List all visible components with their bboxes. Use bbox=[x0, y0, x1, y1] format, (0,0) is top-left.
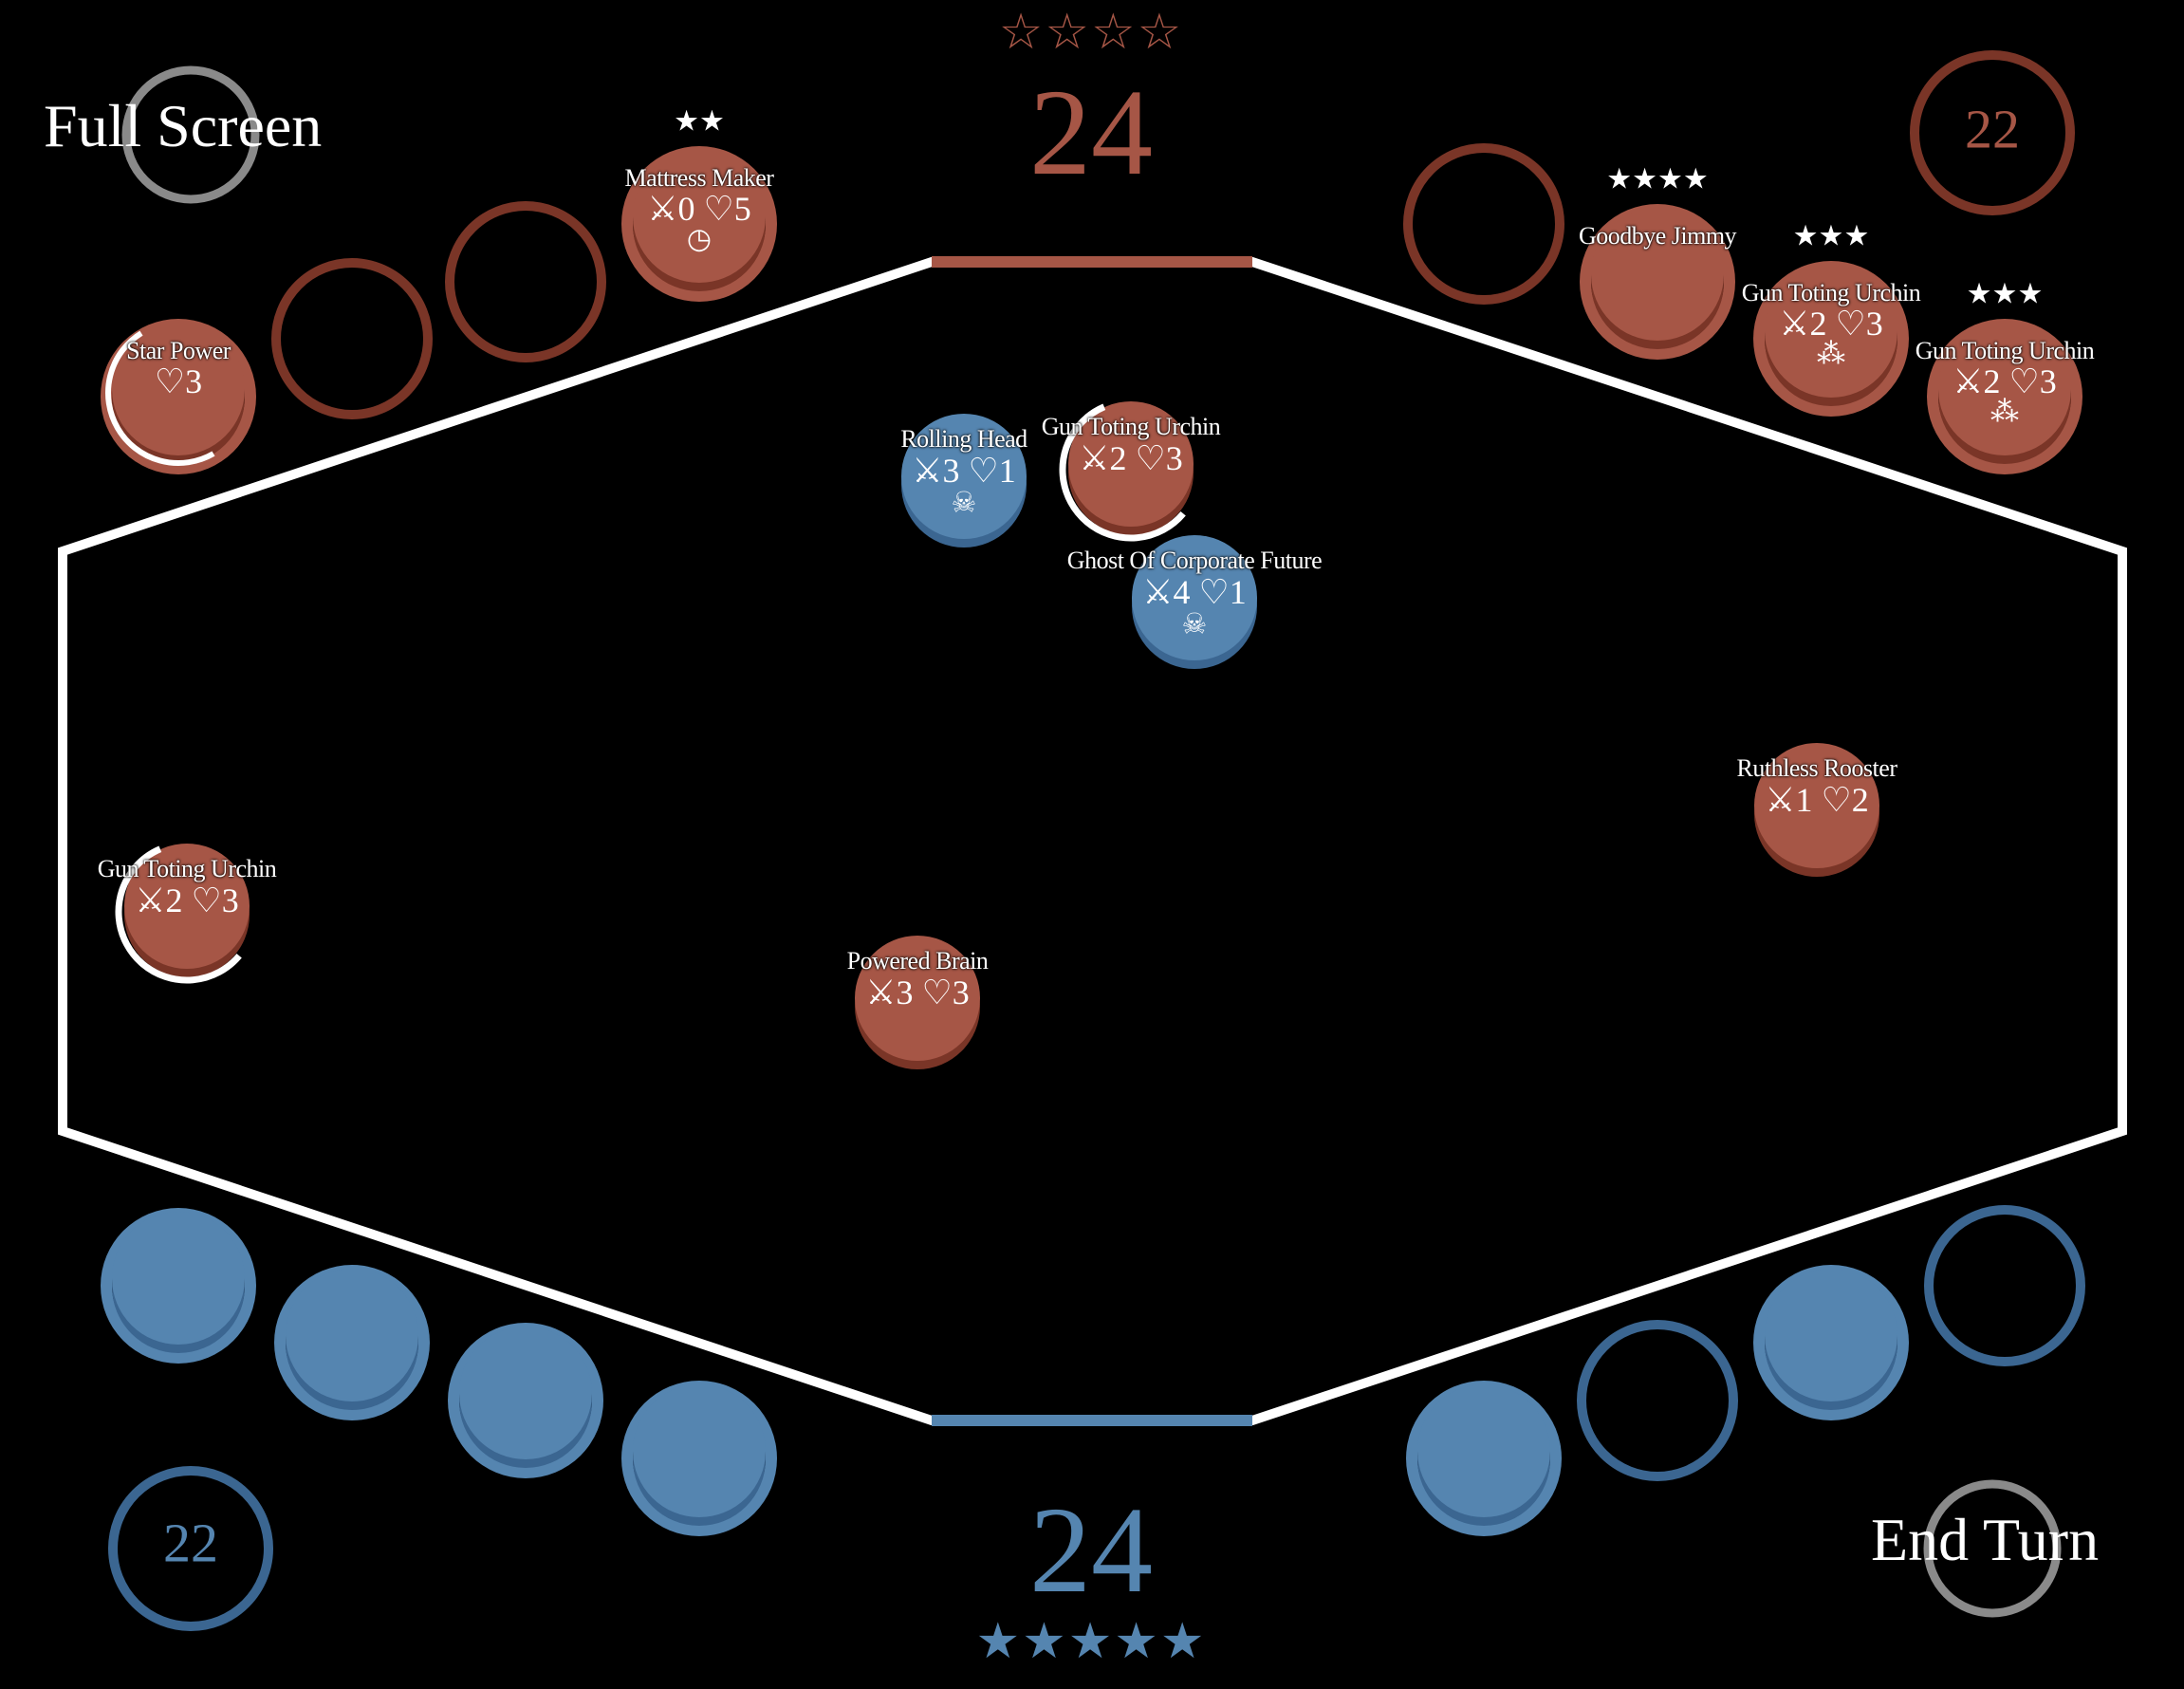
unit-skull-icon: ☠ bbox=[1181, 608, 1208, 640]
card-stars: ★★★ bbox=[1966, 278, 2044, 310]
card-ability-icon: ⁂ bbox=[1990, 396, 2019, 428]
unit-name: Gun Toting Urchin bbox=[1041, 413, 1221, 440]
card-ability-icon: ◷ bbox=[686, 223, 713, 255]
opponent-hand-slot-3[interactable] bbox=[445, 201, 606, 362]
board-unit-4[interactable] bbox=[1754, 743, 1879, 877]
unit-name: Ruthless Rooster bbox=[1736, 754, 1897, 782]
unit-name: Rolling Head bbox=[900, 425, 1027, 453]
player-hand-slot-1[interactable] bbox=[112, 1212, 245, 1353]
player-mana: 22 bbox=[163, 1512, 218, 1574]
card-name: Gun Toting Urchin bbox=[1915, 337, 2095, 364]
player-health: 24 bbox=[1029, 1482, 1153, 1619]
card-stats: ⚔2 ♡3 bbox=[1953, 362, 2057, 400]
unit-stats: ⚔2 ♡3 bbox=[135, 882, 239, 919]
opponent-mana-ring bbox=[1910, 50, 2075, 215]
board-unit-6[interactable] bbox=[855, 936, 980, 1069]
card-stars: ★★★ bbox=[1792, 220, 1870, 252]
full-screen-ring[interactable] bbox=[121, 65, 260, 204]
card-stars: ★★★★ bbox=[1606, 163, 1709, 195]
unit-skull-icon: ☠ bbox=[951, 487, 977, 519]
opponent-hand-slot-2[interactable] bbox=[271, 258, 433, 419]
card-name: Gun Toting Urchin bbox=[1741, 279, 1921, 306]
card-ability-icon: ⁂ bbox=[1817, 338, 1845, 370]
unit-stats: ⚔4 ♡1 bbox=[1142, 573, 1247, 611]
unit-stats: ⚔3 ♡1 bbox=[912, 452, 1016, 490]
card-stats: ⚔2 ♡3 bbox=[1779, 305, 1883, 343]
card-name: Mattress Maker bbox=[624, 164, 774, 192]
unit-name: Powered Brain bbox=[846, 947, 989, 974]
opponent-hand-slot-8[interactable] bbox=[1938, 323, 2071, 464]
player-mana-ring bbox=[108, 1466, 273, 1631]
board-unit-5[interactable] bbox=[91, 816, 284, 1009]
card-stars: ★★ bbox=[674, 105, 725, 138]
opponent-hand-slot-6[interactable] bbox=[1591, 208, 1724, 349]
end-turn-button[interactable]: End Turn bbox=[1871, 1506, 2100, 1573]
card-stats: ⚔0 ♡5 bbox=[647, 190, 751, 228]
unit-stats: ⚔3 ♡3 bbox=[865, 974, 970, 1012]
player-hand-slot-3[interactable] bbox=[459, 1327, 592, 1468]
full-screen-button[interactable]: Full Screen bbox=[44, 92, 323, 159]
board-unit-1[interactable] bbox=[901, 414, 1027, 548]
player-hand-slot-6[interactable] bbox=[1577, 1320, 1738, 1481]
board-unit-2[interactable] bbox=[1035, 374, 1228, 566]
unit-name: Ghost Of Corporate Future bbox=[1066, 547, 1323, 574]
player-hand-slot-2[interactable] bbox=[286, 1269, 418, 1410]
player-hand-slot-8[interactable] bbox=[1924, 1205, 2085, 1366]
end-turn-ring[interactable] bbox=[1923, 1479, 2062, 1618]
player-rating-stars: ★★★★★ bbox=[975, 1615, 1207, 1669]
opponent-rating-stars: ☆☆☆☆ bbox=[998, 6, 1184, 60]
opponent-hand-slot-4[interactable] bbox=[633, 150, 766, 291]
opponent-hand-slot-1[interactable] bbox=[83, 297, 274, 489]
player-hand-slot-7[interactable] bbox=[1765, 1269, 1897, 1410]
unit-stats: ⚔2 ♡3 bbox=[1079, 439, 1183, 477]
opponent-hand-slot-5[interactable] bbox=[1403, 143, 1564, 305]
card-name: Star Power bbox=[126, 337, 231, 364]
player-hand-slot-4[interactable] bbox=[633, 1384, 766, 1526]
unit-stats: ⚔1 ♡2 bbox=[1765, 781, 1869, 819]
opponent-health: 24 bbox=[1029, 65, 1153, 201]
opponent-hand-slot-7[interactable] bbox=[1765, 265, 1897, 406]
card-name: Goodbye Jimmy bbox=[1578, 222, 1737, 250]
unit-name: Gun Toting Urchin bbox=[97, 855, 277, 882]
player-hand-slot-5[interactable] bbox=[1417, 1384, 1550, 1526]
card-stats: ♡3 bbox=[154, 362, 203, 400]
opponent-mana: 22 bbox=[1965, 98, 2020, 160]
board-unit-3[interactable] bbox=[1132, 535, 1257, 669]
